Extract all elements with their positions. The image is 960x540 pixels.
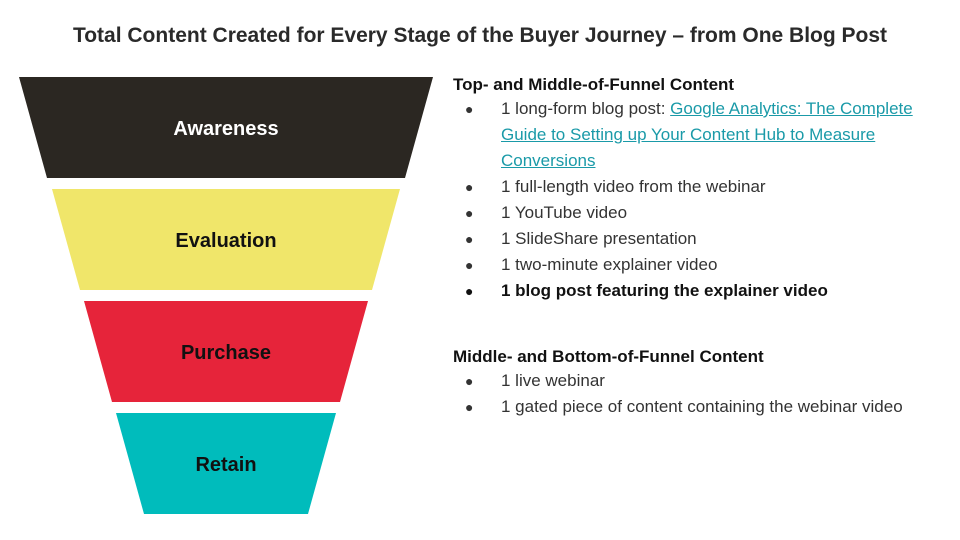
- list-item-text: 1 two-minute explainer video: [501, 255, 718, 274]
- section-heading: Middle- and Bottom-of-Funnel Content: [453, 347, 764, 366]
- list-item: ● 1 SlideShare presentation: [453, 226, 943, 252]
- list-item-text: 1 gated piece of content containing the …: [501, 397, 903, 416]
- list-item-text: 1 YouTube video: [501, 203, 628, 222]
- bullet-icon: ●: [465, 399, 474, 415]
- funnel-stage-purchase-label: Purchase: [181, 342, 271, 364]
- funnel-stage-awareness-label: Awareness: [173, 118, 278, 140]
- bullet-icon: ●: [465, 283, 474, 299]
- funnel-stage-retain: [116, 413, 336, 514]
- list-item-text: 1 live webinar: [501, 371, 605, 390]
- list-item-text: 1 SlideShare presentation: [501, 229, 697, 248]
- content-list: ● 1 live webinar ● 1 gated piece of cont…: [453, 368, 943, 420]
- list-item: ● 1 live webinar: [453, 368, 943, 394]
- list-item-text: 1 blog post featuring the explainer vide…: [501, 281, 828, 300]
- bullet-icon: ●: [465, 373, 474, 389]
- list-item-text: 1 long-form blog post:: [501, 99, 671, 118]
- section-heading: Top- and Middle-of-Funnel Content: [453, 75, 735, 94]
- page-title: Total Content Created for Every Stage of…: [72, 24, 888, 47]
- content-list: ● 1 long-form blog post: Google Analytic…: [453, 96, 943, 304]
- middle-bottom-funnel-section: Middle- and Bottom-of-Funnel Content ● 1…: [453, 346, 943, 420]
- funnel-stage-retain-label: Retain: [195, 454, 256, 476]
- list-item: ● 1 YouTube video: [453, 200, 943, 226]
- bullet-icon: ●: [465, 101, 474, 117]
- list-item: ● 1 gated piece of content containing th…: [453, 394, 943, 420]
- funnel-stage-awareness: [19, 77, 433, 178]
- bullet-icon: ●: [465, 231, 474, 247]
- blog-post-link[interactable]: Google Analytics: The Complete Guide to …: [501, 99, 913, 170]
- top-middle-funnel-section: Top- and Middle-of-Funnel Content ● 1 lo…: [453, 74, 943, 304]
- list-item-text: 1 full-length video from the webinar: [501, 177, 766, 196]
- bullet-icon: ●: [465, 257, 474, 273]
- list-item: ● 1 full-length video from the webinar: [453, 174, 943, 200]
- list-item: ● 1 two-minute explainer video: [453, 252, 943, 278]
- list-item: ● 1 long-form blog post: Google Analytic…: [453, 96, 943, 174]
- buyer-journey-funnel: Awareness Evaluation Purchase Retain: [19, 77, 433, 514]
- funnel-stage-purchase: [84, 301, 368, 402]
- funnel-stage-evaluation: [52, 189, 400, 290]
- bullet-icon: ●: [465, 205, 474, 221]
- funnel-stage-evaluation-label: Evaluation: [175, 230, 276, 252]
- bullet-icon: ●: [465, 179, 474, 195]
- list-item: ● 1 blog post featuring the explainer vi…: [453, 278, 943, 304]
